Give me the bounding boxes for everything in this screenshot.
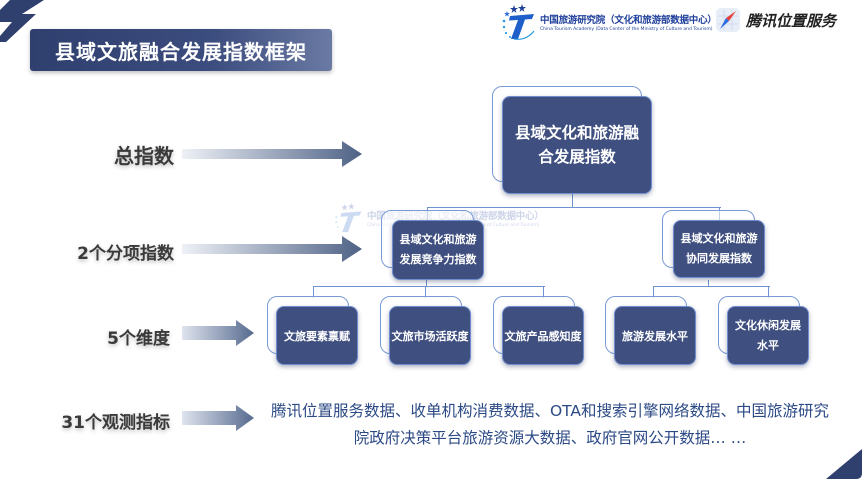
arrow-right-icon bbox=[182, 405, 254, 431]
connector-sub1-bar bbox=[313, 286, 545, 287]
cta-logo: 中国旅游研究院（文化和旅游部数据中心） China Tourism Academ… bbox=[500, 3, 717, 41]
level-label-observations: 31个观测指标 bbox=[61, 413, 170, 433]
node-box: 文旅产品感知度 bbox=[502, 306, 584, 365]
arrow-right-icon bbox=[182, 141, 362, 167]
tencent-location-logo: 腾讯位置服务 bbox=[716, 8, 836, 32]
node-box: 文化休闲发展水平 bbox=[727, 306, 809, 365]
tencent-location-compass-icon bbox=[716, 8, 740, 32]
cta-name-en: China Tourism Academy (Data Center of th… bbox=[540, 27, 713, 32]
corner-decoration-top-left bbox=[0, 0, 44, 42]
connector-root-down bbox=[572, 194, 573, 208]
node-root-label: 县域文化和旅游融合发展指数 bbox=[514, 124, 639, 166]
dimension-label: 旅游发展水平 bbox=[622, 329, 688, 343]
dimension-label: 文旅要素禀赋 bbox=[284, 329, 350, 343]
connector-dim2-up bbox=[425, 286, 426, 298]
node-sub2-label: 县域文化和旅游协同发展指数 bbox=[680, 232, 758, 265]
node-box: 文旅要素禀赋 bbox=[276, 306, 358, 365]
arrow-right-icon bbox=[182, 320, 254, 346]
page-title: 县域文旅融合发展指数框架 bbox=[55, 39, 307, 64]
dimension-label: 文旅产品感知度 bbox=[504, 329, 582, 343]
observation-sources-text: 腾讯位置服务数据、收单机构消费数据、OTA和搜索引擎网络数据、中国旅游研究院政府… bbox=[270, 402, 830, 447]
corner-decoration-bottom-right bbox=[826, 449, 862, 479]
node-sub1-label: 县域文化和旅游发展竞争力指数 bbox=[399, 233, 477, 266]
level-label-dimensions: 5个维度 bbox=[107, 329, 170, 349]
connector-dim1-up bbox=[313, 286, 314, 298]
node-box: 县域文化和旅游发展竞争力指数 bbox=[392, 220, 484, 280]
title-banner: 县域文旅融合发展指数框架 bbox=[30, 29, 332, 71]
cta-watermark-icon bbox=[335, 203, 362, 233]
cta-star-t-logo-icon bbox=[502, 4, 535, 40]
connector-root-bar bbox=[427, 207, 721, 208]
dimension-label: 文化休闲发展水平 bbox=[735, 318, 801, 352]
level-label-sub-indices: 2个分项指数 bbox=[77, 244, 174, 264]
connector-dim4-up bbox=[653, 286, 654, 298]
connector-sub2-down bbox=[708, 280, 709, 287]
arrow-right-icon bbox=[182, 236, 362, 262]
level-label-total-index: 总指数 bbox=[114, 144, 174, 168]
node-box: 县域文化和旅游融合发展指数 bbox=[502, 96, 652, 194]
dimension-label: 文旅市场活跃度 bbox=[391, 329, 469, 343]
cta-name-cn: 中国旅游研究院（文化和旅游部数据中心） bbox=[540, 15, 717, 26]
connector-dim3-up bbox=[543, 286, 544, 298]
node-box: 县域文化和旅游协同发展指数 bbox=[673, 220, 765, 278]
connector-dim5-up bbox=[768, 286, 769, 298]
tencent-location-name: 腾讯位置服务 bbox=[746, 11, 837, 30]
connector-sub2-bar bbox=[653, 286, 770, 287]
node-box: 文旅市场活跃度 bbox=[389, 306, 471, 365]
node-box: 旅游发展水平 bbox=[614, 306, 696, 365]
